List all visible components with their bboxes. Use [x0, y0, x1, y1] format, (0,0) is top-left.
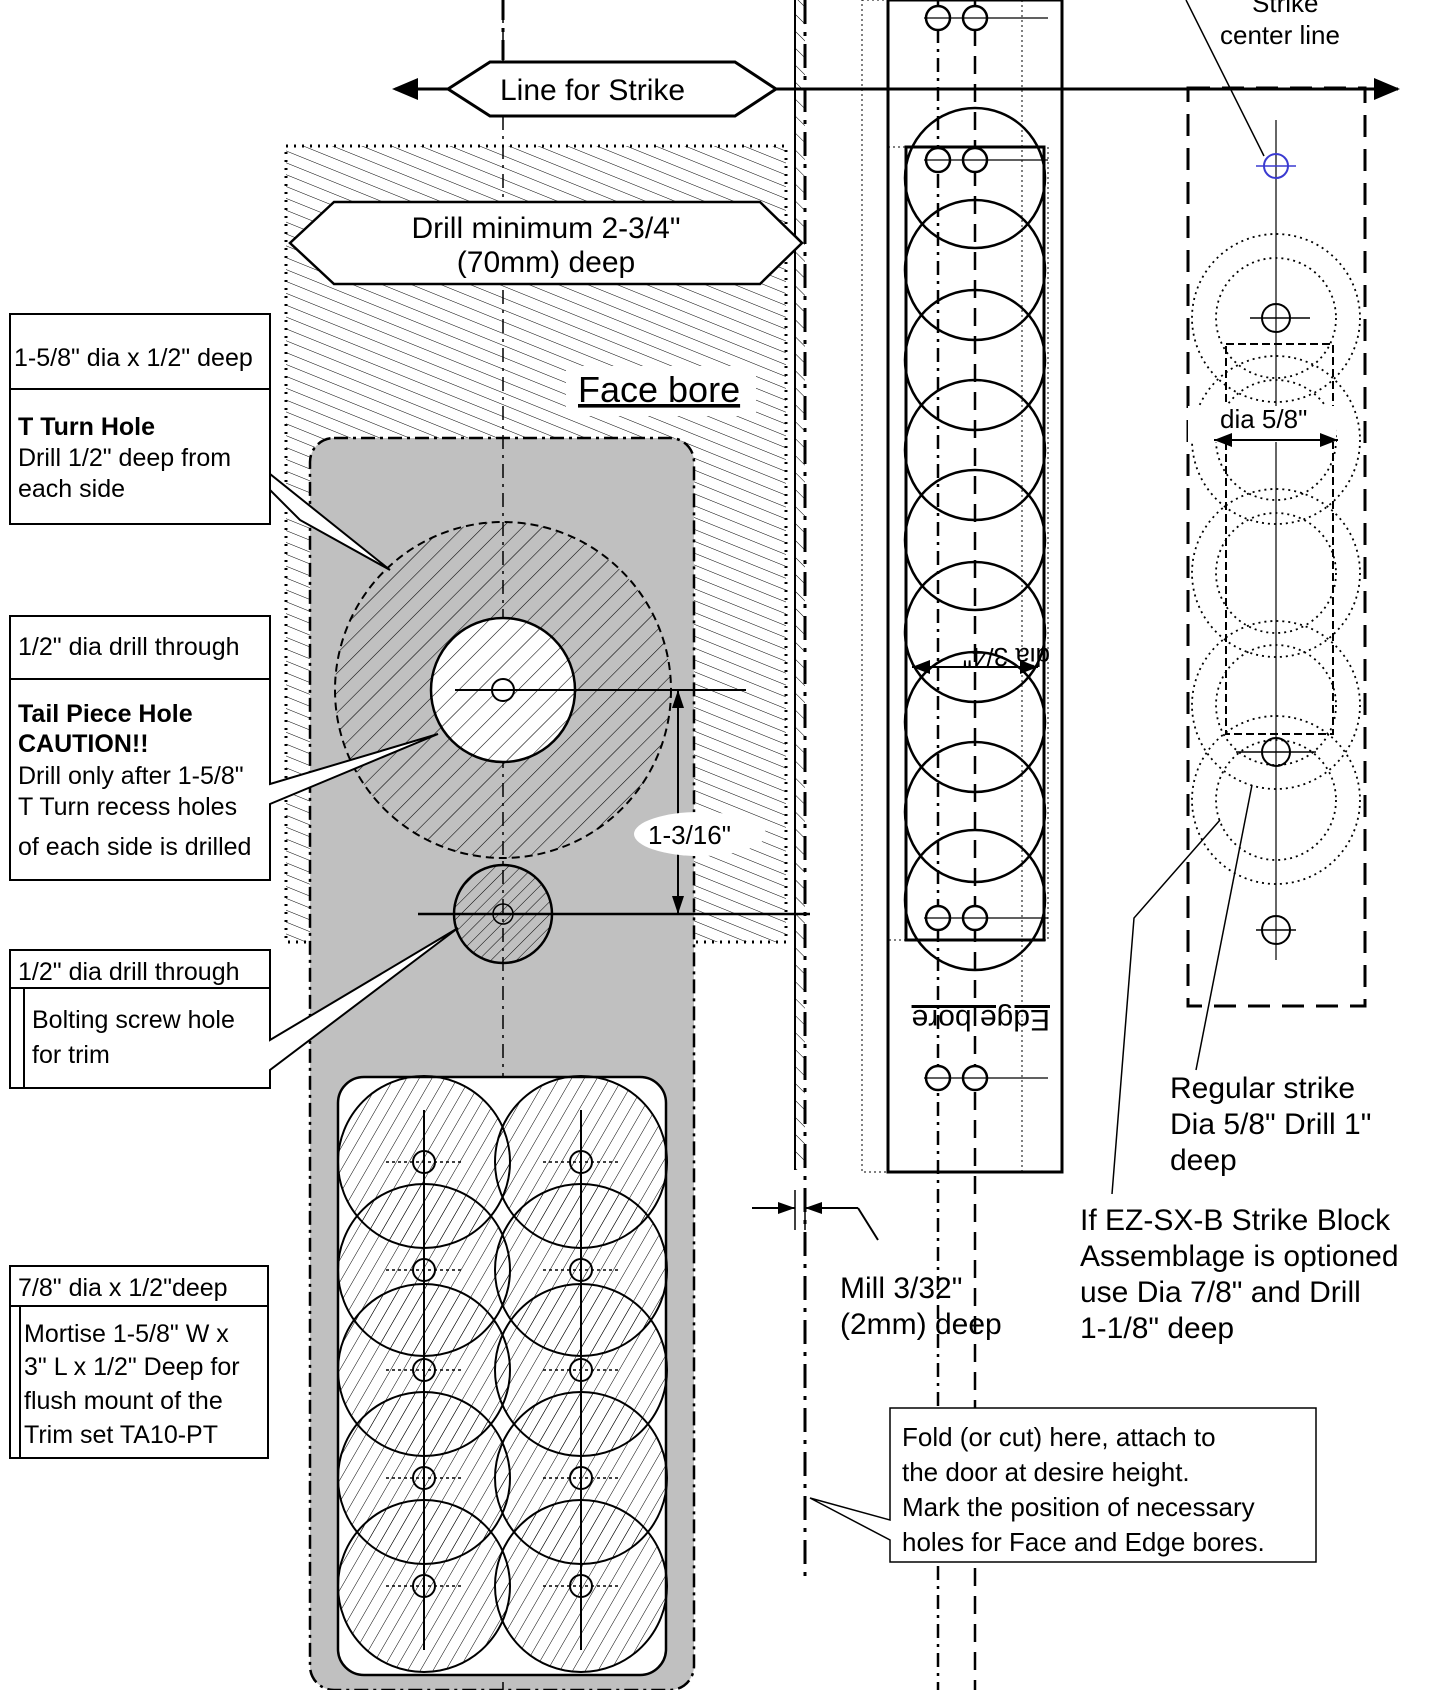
- line-for-strike: Line for Strike: [392, 60, 1400, 118]
- line-for-strike-label: Line for Strike: [500, 74, 685, 107]
- fold-line4: holes for Face and Edge bores.: [902, 1527, 1265, 1557]
- dia-5-8-label: dia 5/8": [1220, 404, 1307, 434]
- callout-fold: Fold (or cut) here, attach to the door a…: [809, 1407, 1317, 1563]
- mortise-line3: flush mount of the: [24, 1387, 223, 1415]
- t-turn-line2: each side: [18, 475, 125, 503]
- drill-minimum-banner: Drill minimum 2-3/4" (70mm) deep: [288, 200, 804, 286]
- callout-mortise: 7/8" dia x 1/2"deep Mortise 1-5/8" W x 3…: [9, 1265, 269, 1459]
- tail-piece-header: 1/2" dia drill through: [18, 633, 240, 661]
- callout-t-turn: 1-5/8" dia x 1/2" deep T Turn Hole Drill…: [9, 313, 391, 571]
- mortise-line1: Mortise 1-5/8" W x: [24, 1320, 229, 1348]
- dimension-1-3-16: 1-3/16": [634, 690, 766, 914]
- regular-strike-line1: Regular strike: [1170, 1072, 1355, 1105]
- tail-piece-title2: CAUTION!!: [18, 730, 149, 758]
- callout-bolting: 1/2" dia drill through Bolting screw hol…: [9, 927, 459, 1089]
- center-line-label: center line: [1220, 20, 1340, 50]
- edge-bore-circle: [903, 468, 1047, 612]
- mill-line2: (2mm) deep: [840, 1308, 1002, 1341]
- regular-strike-line3: deep: [1170, 1144, 1237, 1177]
- t-turn-header: 1-5/8" dia x 1/2" deep: [14, 344, 253, 372]
- ez-strike-line2: Assemblage is optioned: [1080, 1240, 1399, 1273]
- dia-3-4-label: dia 3/4": [963, 642, 1050, 672]
- fold-line2: the door at desire height.: [902, 1457, 1190, 1487]
- edge-bore-plate: dia 3/4" Edge bore: [861, 0, 1064, 1690]
- regular-strike-leader: [1195, 784, 1253, 1071]
- edge-bore-circle: [903, 106, 1047, 250]
- drill-min-line1: Drill minimum 2-3/4": [411, 212, 680, 245]
- mortise-line4: Trim set TA10-PT: [24, 1421, 218, 1449]
- ez-strike-leader: [1111, 819, 1221, 1195]
- strike-label: Strike: [1252, 0, 1318, 18]
- dim-1-3-16-label: 1-3/16": [648, 820, 731, 850]
- bolting-header: 1/2" dia drill through: [18, 958, 240, 986]
- mill-dimension: [752, 1190, 879, 1241]
- strike-center-leader: [1185, 0, 1265, 157]
- ez-strike-line4: 1-1/8" deep: [1080, 1312, 1234, 1345]
- mortise-area: [336, 1075, 668, 1677]
- tail-piece-title1: Tail Piece Hole: [18, 700, 193, 728]
- ez-strike-line3: use Dia 7/8" and Drill: [1080, 1276, 1361, 1309]
- tail-piece-line3: of each side is drilled: [18, 833, 251, 861]
- mortise-center-marks: [386, 1150, 621, 1598]
- edge-bore-label: Edge bore: [912, 1003, 1050, 1036]
- ez-strike-line1: If EZ-SX-B Strike Block: [1080, 1204, 1391, 1237]
- t-turn-hole: [334, 521, 746, 859]
- bolting-screw-hole: [418, 863, 810, 965]
- bolting-line2: for trim: [32, 1041, 110, 1069]
- bolting-line1: Bolting screw hole: [32, 1006, 235, 1034]
- strike-plate: dia 5/8": [1186, 86, 1367, 1008]
- mortise-line2: 3" L x 1/2" Deep for: [24, 1353, 240, 1381]
- edge-screw-holes: [924, 4, 1048, 1092]
- drill-min-line2: (70mm) deep: [457, 246, 635, 279]
- door-edge-hatch: [796, 0, 805, 1170]
- face-bore-label: Face bore: [578, 369, 740, 410]
- mortise-header: 7/8" dia x 1/2"deep: [18, 1274, 228, 1302]
- mill-line1: Mill 3/32": [840, 1272, 962, 1305]
- tail-piece-line1: Drill only after 1-5/8": [18, 762, 244, 790]
- t-turn-title: T Turn Hole: [18, 413, 155, 441]
- fold-line3: Mark the position of necessary: [902, 1492, 1255, 1522]
- regular-strike-line2: Dia 5/8" Drill 1": [1170, 1108, 1371, 1141]
- mortise-circles: [337, 1075, 668, 1673]
- tail-piece-line2: T Turn recess holes: [18, 793, 237, 821]
- fold-line1: Fold (or cut) here, attach to: [902, 1422, 1216, 1452]
- t-turn-line1: Drill 1/2" deep from: [18, 444, 231, 472]
- callout-tail-piece: 1/2" dia drill through Tail Piece Hole C…: [9, 615, 439, 881]
